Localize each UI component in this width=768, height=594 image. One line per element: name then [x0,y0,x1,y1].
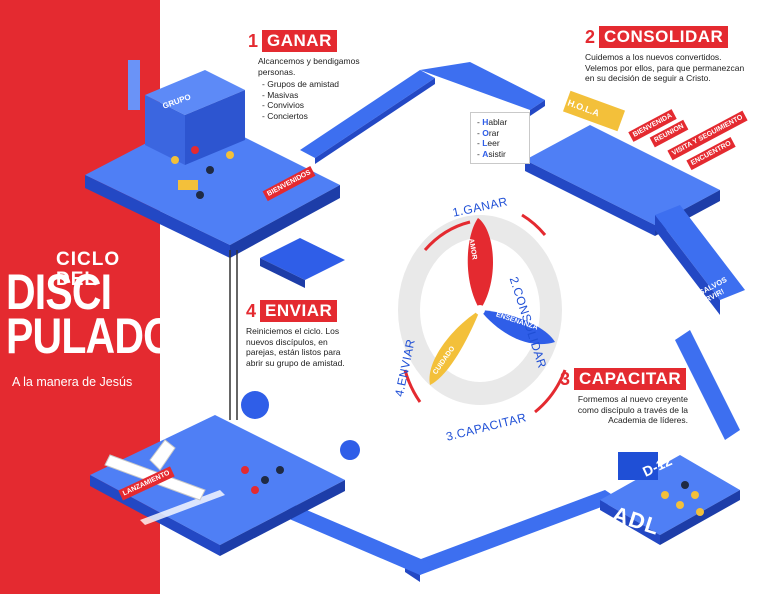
title-big-block: DISCI PULADO [6,264,176,364]
step-capacitar: 3 CAPACITAR Formemos al nuevo creyente c… [560,368,700,426]
title-line3: PULADO [6,308,175,364]
title-line1: CICLO DEL [56,249,121,290]
hola-line: - Asistir [477,148,506,159]
step-label: CAPACITAR [574,368,687,390]
step-list: Grupos de amistad Masivas Convivios Conc… [248,79,388,121]
step-number: 4 [246,300,257,321]
hola-line: - Leer [477,138,500,148]
step-number: 1 [248,30,259,51]
hola-box: - Hablar - Orar - Leer - Asistir [470,112,530,164]
list-item: Convivios [262,100,388,111]
step-enviar: 4 ENVIAR Reiniciemos el ciclo. Los nuevo… [246,300,366,368]
hola-line: - Orar [477,127,500,138]
step-description: Alcancemos y bendigamos personas. [258,56,360,77]
list-item: Masivas [262,90,388,101]
title-subtitle: A la manera de Jesús [12,375,133,389]
step-label: GANAR [262,30,337,52]
step-number: 3 [560,368,571,389]
cycle-ring [398,213,567,414]
consolidar-platform [525,90,745,315]
ladder [229,250,238,420]
step-consolidar: 2 CONSOLIDAR Cuidemos a los nuevos conve… [585,26,755,84]
title-line2: DISCI [6,264,112,320]
list-item: Grupos de amistad [262,79,388,90]
title-block: CICLO DEL [56,250,166,290]
ganar-platform [85,60,340,258]
step-description: Reiniciemos el ciclo. Los nuevos discípu… [246,326,345,368]
puzzle-piece [260,238,345,288]
step-description: Cuidemos a los nuevos convertidos. Velem… [585,52,745,83]
step-ganar: 1 GANAR Alcancemos y bendigamos personas… [248,30,388,121]
step-label: ENVIAR [260,300,338,322]
capacitar-platform [600,452,740,545]
step-label: CONSOLIDAR [599,26,729,48]
step-description: Formemos al nuevo creyente como discípul… [577,394,688,425]
step-number: 2 [585,26,596,47]
hola-line: - Hablar [477,117,508,127]
list-item: Conciertos [262,111,388,122]
